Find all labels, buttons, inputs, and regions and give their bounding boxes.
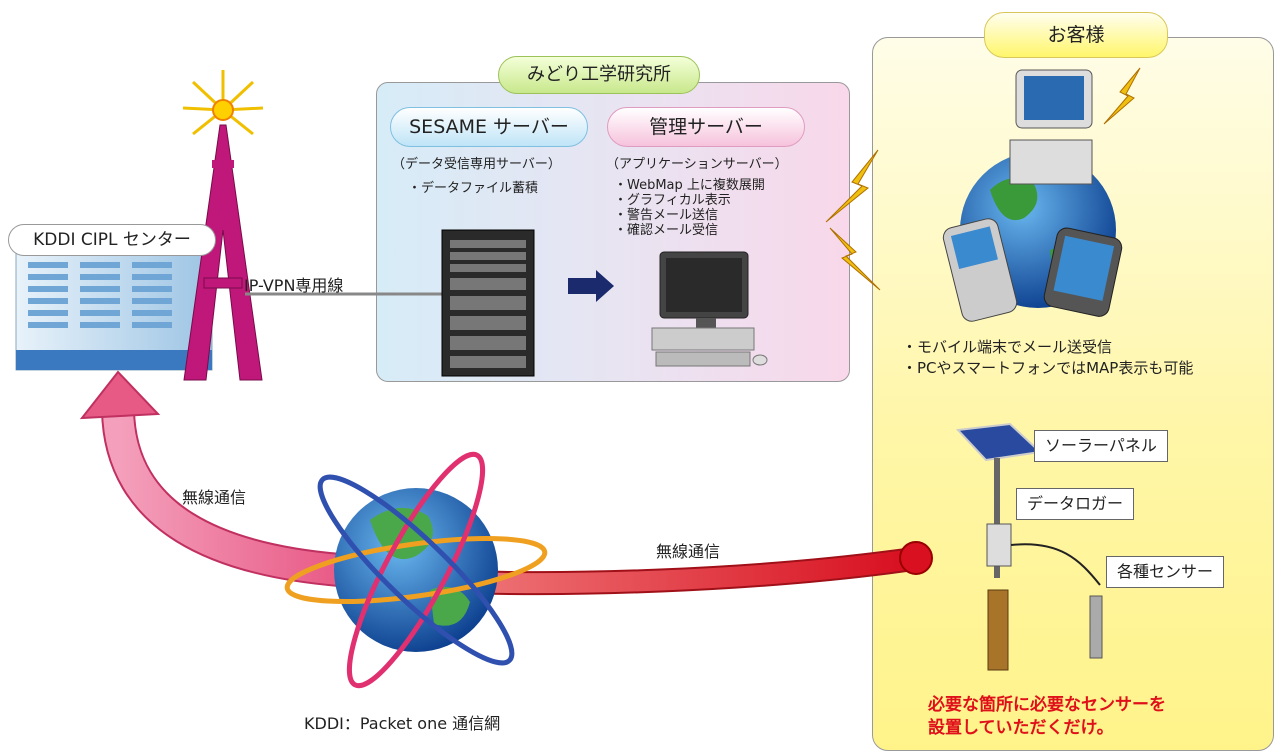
arrow-icon (568, 270, 614, 302)
management-item: ・確認メール受信 (614, 223, 719, 238)
sesame-server-title: SESAME サーバー (390, 107, 588, 147)
building-icon (15, 239, 213, 371)
server-rack-icon (441, 229, 535, 377)
sesame-item: ・データファイル蓄積 (408, 181, 539, 196)
desktop-pc-icon (651, 251, 768, 367)
customer-note: ・PCやスマートフォンではMAP表示も可能 (902, 359, 1194, 377)
lab-title: みどり工学研究所 (498, 56, 700, 94)
management-item: ・警告メール送信 (614, 208, 719, 223)
sensor-icon (987, 589, 1103, 671)
mobile-phone-icon (1043, 227, 1123, 317)
wireless-label-right: 無線通信 (656, 542, 721, 561)
management-item: ・WebMap 上に複数展開 (614, 178, 765, 193)
network-label: KDDI：Packet one 通信網 (304, 714, 501, 733)
ipvpn-label: IP-VPN専用線 (244, 276, 344, 295)
closing-note-line2: 設置していただくだけ。 (928, 718, 1114, 738)
desktop-pc-icon (1009, 69, 1093, 185)
lightning-icon (825, 67, 1141, 291)
data-logger-icon (986, 523, 1101, 586)
globe-icon (284, 451, 548, 689)
management-item: ・グラフィカル表示 (614, 193, 731, 208)
mobile-phone-icon (942, 218, 1018, 322)
sensors-callout: 各種センサー (1106, 556, 1225, 588)
customer-note: ・モバイル端末でメール送受信 (902, 338, 1113, 356)
arrow-icon (79, 370, 342, 587)
wireless-label-left: 無線通信 (182, 488, 247, 507)
data-logger-callout: データロガー (1016, 488, 1135, 520)
solar-panel-callout: ソーラーパネル (1034, 430, 1168, 462)
customer-title: お客様 (984, 12, 1168, 58)
management-server-title: 管理サーバー (607, 107, 805, 147)
management-subtitle: （アプリケーションサーバー） (606, 157, 788, 172)
closing-note-line1: 必要な箇所に必要なセンサーを (928, 695, 1166, 715)
tower-icon (182, 70, 264, 381)
sesame-subtitle: （データ受信専用サーバー） (392, 157, 561, 172)
kddi-center-label: KDDI CIPL センター (8, 224, 216, 256)
